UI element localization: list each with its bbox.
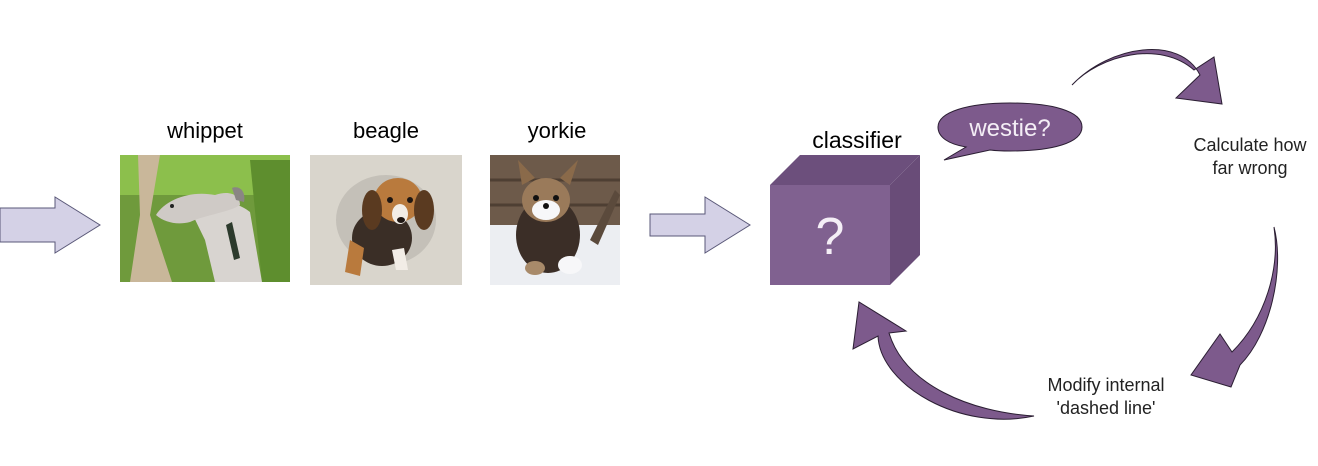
input-arrow <box>0 196 101 254</box>
classifier-question-mark: ? <box>816 208 845 266</box>
cube-front-face <box>770 185 890 285</box>
cycle-arrow-bottom <box>852 301 1035 420</box>
prediction-bubble: westie? <box>937 102 1083 161</box>
modify-step-label: Modify internal 'dashed line' <box>1047 375 1164 418</box>
cube-top-face <box>770 155 920 185</box>
cube-side-face <box>890 155 920 285</box>
svg-text:'dashed line': 'dashed line' <box>1057 398 1156 418</box>
yorkie-photo <box>490 155 620 285</box>
cycle-arrow-top <box>1071 49 1223 105</box>
beagle-label: beagle <box>353 118 419 143</box>
yorkie-label: yorkie <box>528 118 587 143</box>
whippet-label: whippet <box>166 118 243 143</box>
whippet-photo <box>120 155 290 282</box>
classifier-box: ? <box>770 155 920 285</box>
cycle-arrow-right <box>1190 226 1279 388</box>
calculate-step-label: Calculate how far wrong <box>1193 135 1307 178</box>
svg-text:far wrong: far wrong <box>1212 158 1287 178</box>
svg-text:Calculate how: Calculate how <box>1193 135 1307 155</box>
beagle-photo <box>310 155 462 285</box>
middle-arrow <box>649 196 751 254</box>
classifier-label: classifier <box>812 127 902 153</box>
svg-text:Modify internal: Modify internal <box>1047 375 1164 395</box>
prediction-text: westie? <box>968 115 1050 142</box>
